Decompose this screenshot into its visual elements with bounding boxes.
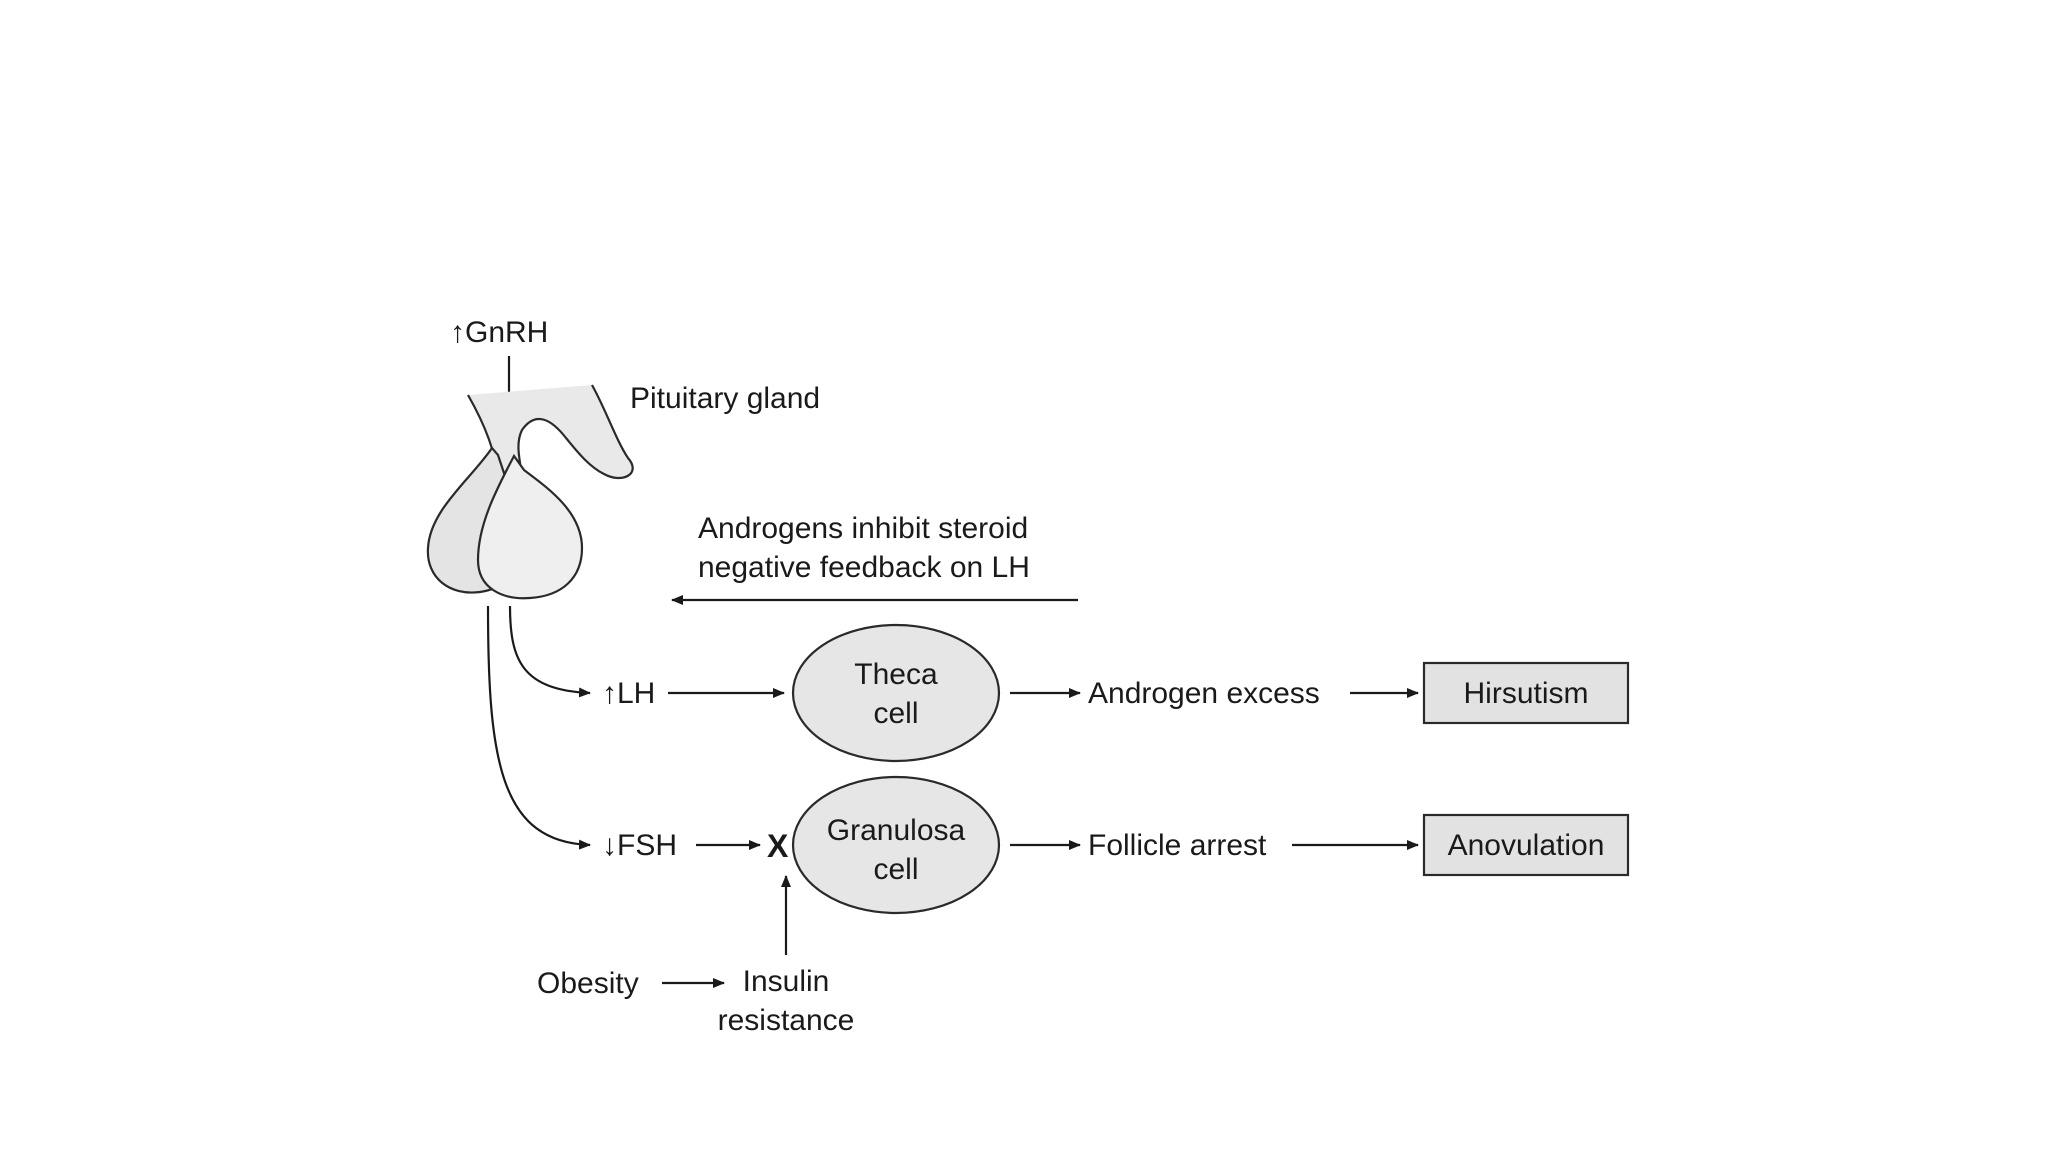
granulosa-cell-label-line2: cell [873,853,918,886]
anovulation-label: Anovulation [1448,829,1605,862]
androgen-excess-label: Androgen excess [1088,677,1320,710]
granulosa-cell [791,775,1001,915]
anovulation-box [1422,813,1630,877]
pituitary-to-lh-arrow [508,605,591,698]
pituitary-to-fsh-arrow [486,605,591,850]
hirsutism-label: Hirsutism [1464,677,1589,710]
gnrh-label: ↑GnRH [450,316,548,349]
insulin-resistance-label-line2: resistance [718,1004,855,1037]
pituitary-posterior-lobe [476,453,584,600]
feedback-label-line2: negative feedback on LH [698,551,1030,584]
follicle-arrest-label: Follicle arrest [1088,829,1267,862]
granulosa-cell-label-line1: Granulosa [827,814,966,847]
theca-cell [791,623,1001,763]
fsh-label: ↓FSH [602,829,677,862]
pituitary-gland-label: Pituitary gland [630,382,820,415]
theca-cell-label-line2: cell [873,697,918,730]
fsh-block-mark: X [767,828,789,864]
lh-label: ↑LH [602,677,655,710]
pituitary-gland-illustration [426,384,634,600]
theca-cell-label-line1: Theca [854,658,938,691]
feedback-label-line1: Androgens inhibit steroid [698,512,1028,545]
obesity-label: Obesity [537,967,639,1000]
hirsutism-box [1422,661,1630,725]
insulin-resistance-label-line1: Insulin [743,965,830,998]
